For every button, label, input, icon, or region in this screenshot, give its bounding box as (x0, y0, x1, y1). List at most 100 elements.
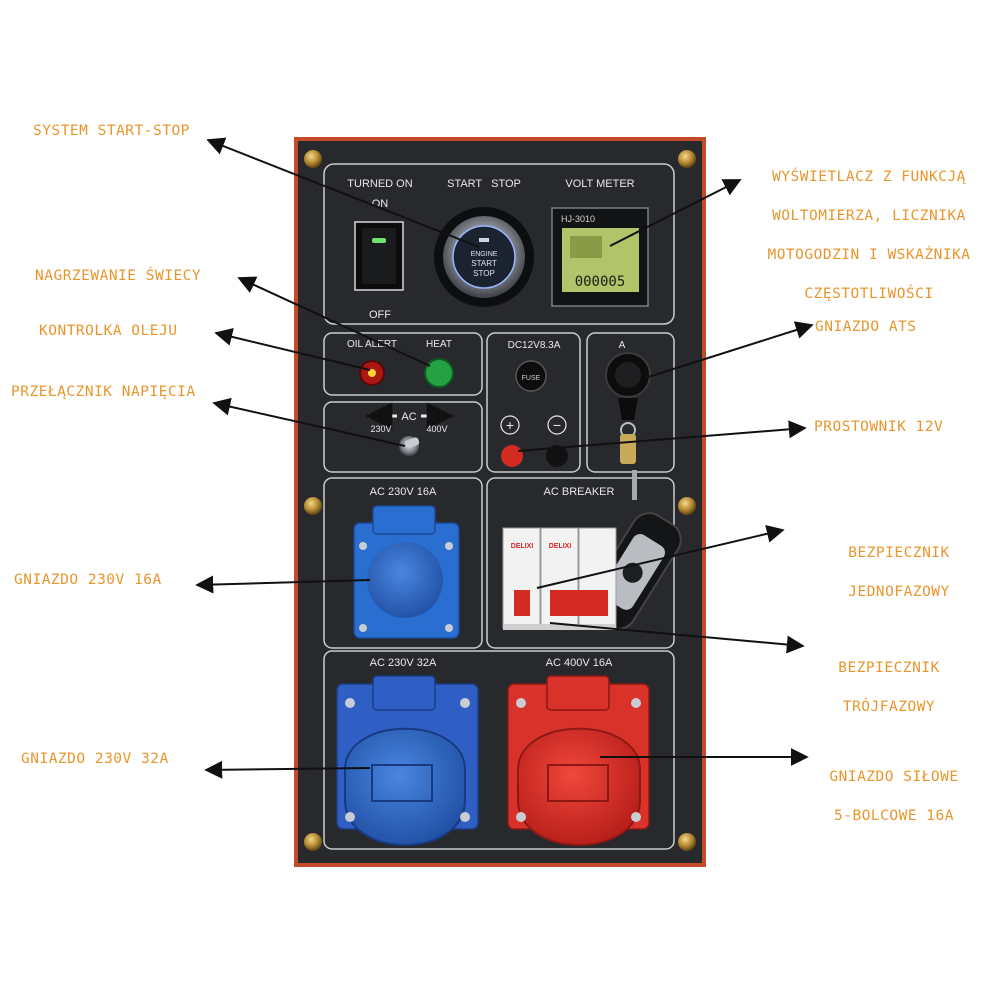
callout-display: WYŚWIETLACZ Z FUNKCJĄ WOLTOMIERZA, LICZN… (738, 145, 1000, 314)
callout-glow: NAGRZEWANIE ŚWIECY (35, 268, 202, 284)
socket-screw (460, 812, 470, 822)
callout-display-line: MOTOGODZIN I WSKAŹNIKA (767, 247, 971, 263)
callout-oil: KONTROLKA OLEJU (39, 323, 178, 339)
arrow-rectifier (517, 420, 807, 452)
v230-label: 230V (370, 424, 391, 434)
socket-230v-32a[interactable] (336, 675, 479, 846)
plus-symbol (500, 415, 520, 435)
dc-section (486, 332, 581, 473)
lcd-bar (570, 236, 602, 258)
switch-indicator (372, 238, 386, 243)
arrow-start-stop (206, 137, 480, 248)
v400-label: 400V (426, 424, 447, 434)
socket-400v-16a[interactable] (507, 675, 650, 846)
top-section (323, 163, 675, 325)
socket-screw (445, 624, 453, 632)
three-phase-breaker-lever[interactable] (550, 590, 608, 616)
minus-label: − (553, 417, 561, 433)
callout-three-phase-line: BEZPIECZNIK (838, 660, 940, 676)
arrow-single-phase (536, 524, 785, 589)
button-led (479, 238, 489, 242)
arrow-voltage-switch (212, 397, 406, 447)
voltage-toggle-switch[interactable] (399, 436, 420, 456)
callout-start-stop: SYSTEM START-STOP (33, 123, 190, 139)
callout-arrows (195, 137, 814, 779)
socket-screw (359, 624, 367, 632)
arrow-ats (644, 321, 814, 379)
callout-display-line: CZĘSTOTLIWOŚCI (804, 286, 934, 302)
socket-16-section (323, 477, 483, 649)
callout-rectifier: PROSTOWNIK 12V (814, 419, 944, 435)
heat-label: HEAT (426, 339, 452, 350)
callout-socket-230-16: GNIAZDO 230V 16A (14, 572, 162, 588)
meter-model: HJ-3010 (561, 214, 595, 224)
ats-socket[interactable] (605, 352, 651, 420)
section-outlines (323, 163, 675, 850)
socket-screw (631, 698, 641, 708)
ats-label: A (619, 340, 626, 351)
dc-rating-label: DC12V8.3A (508, 340, 561, 351)
ac-switch-section (323, 401, 483, 473)
callout-power-socket-line: GNIAZDO SIŁOWE (829, 769, 959, 785)
breaker-section (486, 477, 675, 649)
callout-socket-230-32: GNIAZDO 230V 32A (21, 751, 169, 767)
screw (678, 497, 696, 515)
single-phase-breaker-lever[interactable] (514, 590, 530, 616)
engine-start-button[interactable]: ENGINE START STOP (434, 207, 534, 307)
socket-screw (445, 542, 453, 550)
minus-symbol (547, 415, 567, 435)
socket-screw (345, 698, 355, 708)
callout-display-line: WYŚWIETLACZ Z FUNKCJĄ (772, 169, 966, 185)
arrow-three-phase (549, 622, 805, 654)
screw (304, 833, 322, 851)
socket-screw (345, 812, 355, 822)
button-line-2: START (471, 259, 497, 268)
socket-230v-16a[interactable] (353, 505, 460, 639)
callout-single-phase-line: JEDNOFAZOWY (848, 584, 950, 600)
arrow-glow (237, 276, 431, 367)
ac-switch-label: AC (401, 411, 416, 423)
socket-400-16-label: AC 400V 16A (546, 657, 613, 669)
callout-voltage-switch: PRZEŁĄCZNIK NAPIĘCIA (11, 384, 196, 400)
panel-screws (304, 150, 696, 851)
volt-meter-label: VOLT METER (565, 178, 634, 190)
callout-three-phase: BEZPIECZNIK TRÓJFAZOWY (805, 636, 973, 727)
socket-screw (359, 542, 367, 550)
callout-single-phase: BEZPIECZNIK JEDNOFAZOWY (815, 521, 983, 612)
dc-positive-terminal[interactable] (501, 445, 523, 467)
oil-alert-lamp-glow (368, 369, 376, 377)
alert-section (323, 332, 483, 396)
arrow-socket-230-32 (204, 760, 371, 779)
arrow-display (609, 179, 742, 247)
dc-negative-terminal[interactable] (546, 445, 568, 467)
lcd-counter: 000005 (575, 274, 626, 290)
circuit-breakers[interactable]: DELIXI DELIXI (502, 527, 617, 630)
screw (304, 497, 322, 515)
off-label: OFF (369, 309, 391, 321)
heat-button[interactable] (424, 358, 454, 388)
breaker-brand: DELIXI (511, 543, 534, 550)
socket-screw (460, 698, 470, 708)
socket-screw (631, 812, 641, 822)
oil-alert-label: OIL ALERT (347, 339, 397, 350)
screw (678, 833, 696, 851)
fuse-holder[interactable] (515, 360, 547, 392)
turned-on-label: TURNED ON (347, 178, 412, 190)
button-line-1: ENGINE (471, 251, 498, 258)
screw (678, 150, 696, 168)
screw (304, 150, 322, 168)
power-rocker-switch[interactable] (354, 221, 404, 291)
arrow-oil (214, 328, 371, 371)
socket-230-16-label: AC 230V 16A (370, 486, 437, 498)
button-line-3: STOP (473, 269, 495, 278)
ac-breaker-label: AC BREAKER (544, 486, 615, 498)
bottom-section (323, 650, 675, 850)
volt-meter-display: HJ-3010 000005 (551, 207, 649, 307)
callout-power-socket-line: 5-BOLCOWE 16A (834, 808, 954, 824)
socket-screw (516, 812, 526, 822)
socket-screw (516, 698, 526, 708)
ats-section (586, 332, 675, 473)
start-stop-label: START STOP (447, 178, 521, 190)
callout-power-socket: GNIAZDO SIŁOWE 5-BOLCOWE 16A (810, 745, 978, 836)
